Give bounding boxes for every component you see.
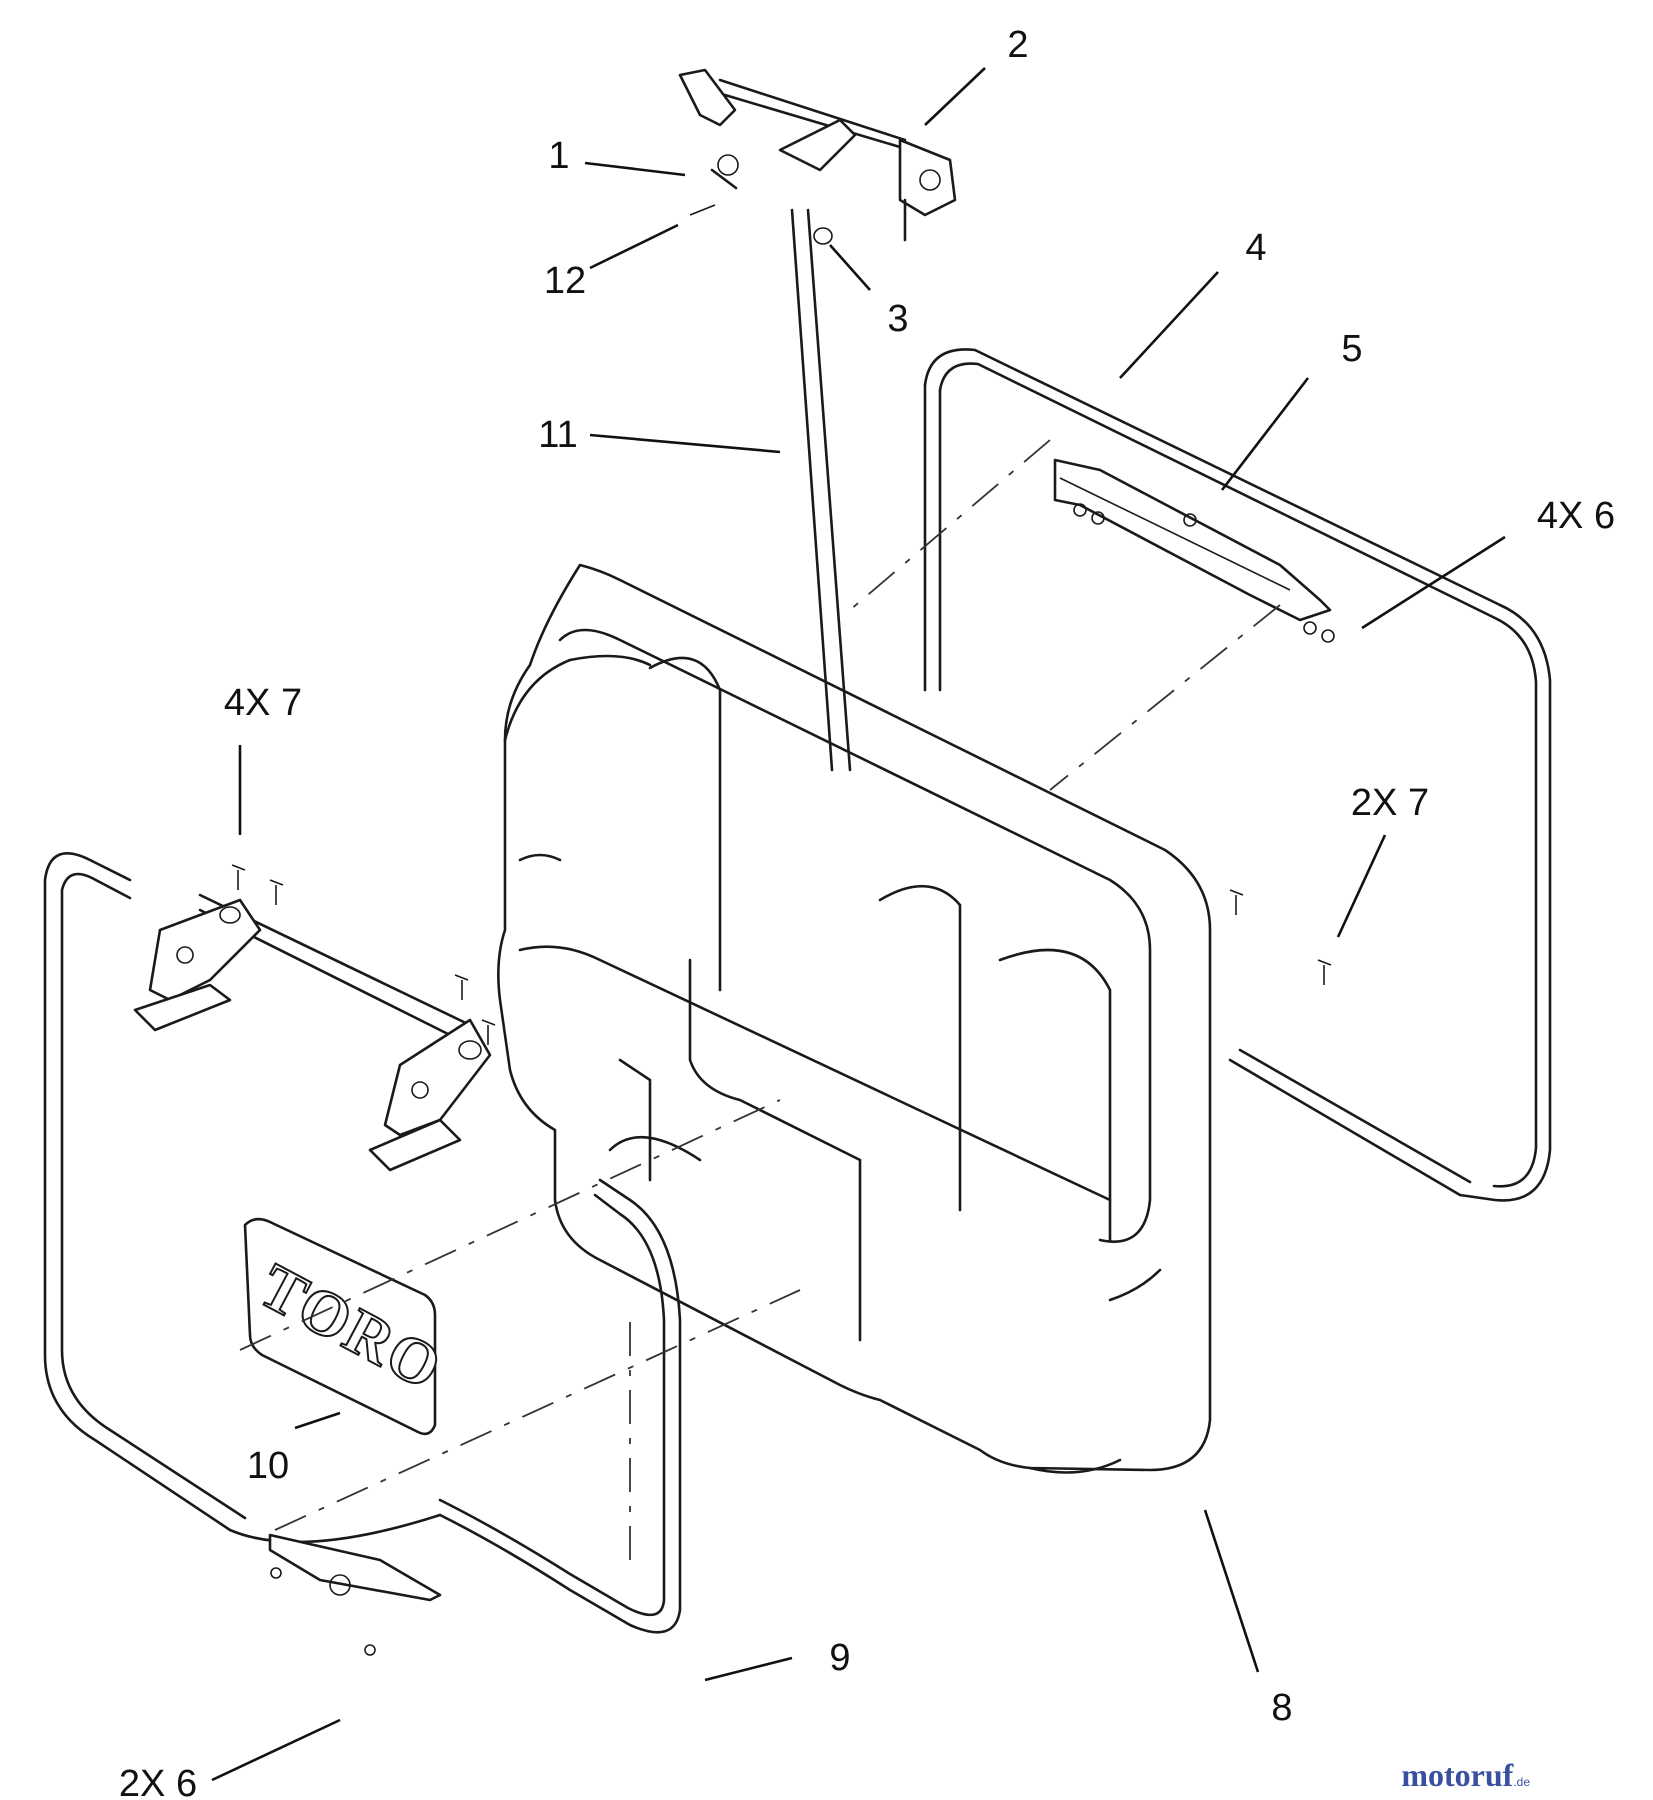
callout-4x6: 4X 6 xyxy=(1537,495,1615,537)
callout-2: 2 xyxy=(1007,24,1028,66)
front-frame xyxy=(43,852,682,1634)
callout-9: 9 xyxy=(829,1637,850,1679)
callout-2x6: 2X 6 xyxy=(119,1763,197,1800)
rear-frame xyxy=(923,348,1552,1202)
callout-12: 12 xyxy=(544,260,586,302)
callout-labels: 1 2 3 4 5 4X 6 4X 7 2X 7 8 9 10 11 12 2X… xyxy=(119,24,1615,1800)
callout-1: 1 xyxy=(548,135,569,177)
lever-assembly xyxy=(678,68,957,242)
leader-lines xyxy=(211,67,1506,1782)
guide-lines xyxy=(239,1099,801,1560)
callout-10: 10 xyxy=(247,1445,289,1487)
washer-part xyxy=(813,227,833,245)
rod xyxy=(790,208,852,772)
front-lower-bracket xyxy=(268,1533,442,1656)
frame-bracket xyxy=(849,439,1335,791)
svg-text:motoruf.de: motoruf.de xyxy=(1401,1757,1530,1793)
screws xyxy=(231,864,1332,1045)
callout-2x7: 2X 7 xyxy=(1351,782,1429,824)
watermark-logo: motoruf.de xyxy=(1401,1757,1530,1793)
callout-5: 5 xyxy=(1341,328,1362,370)
watermark-main: motoruf xyxy=(1401,1757,1513,1793)
callout-8: 8 xyxy=(1271,1687,1292,1729)
front-bracket-left xyxy=(133,898,262,1032)
callout-3: 3 xyxy=(887,298,908,340)
tank xyxy=(497,563,1212,1474)
toro-decal: TORO xyxy=(243,1217,455,1436)
front-bracket-right xyxy=(368,1018,492,1172)
pin-part xyxy=(717,154,739,176)
watermark-suffix: .de xyxy=(1513,1775,1530,1789)
callout-11: 11 xyxy=(538,414,577,456)
callout-4: 4 xyxy=(1245,227,1266,269)
callout-4x7: 4X 7 xyxy=(224,682,302,724)
